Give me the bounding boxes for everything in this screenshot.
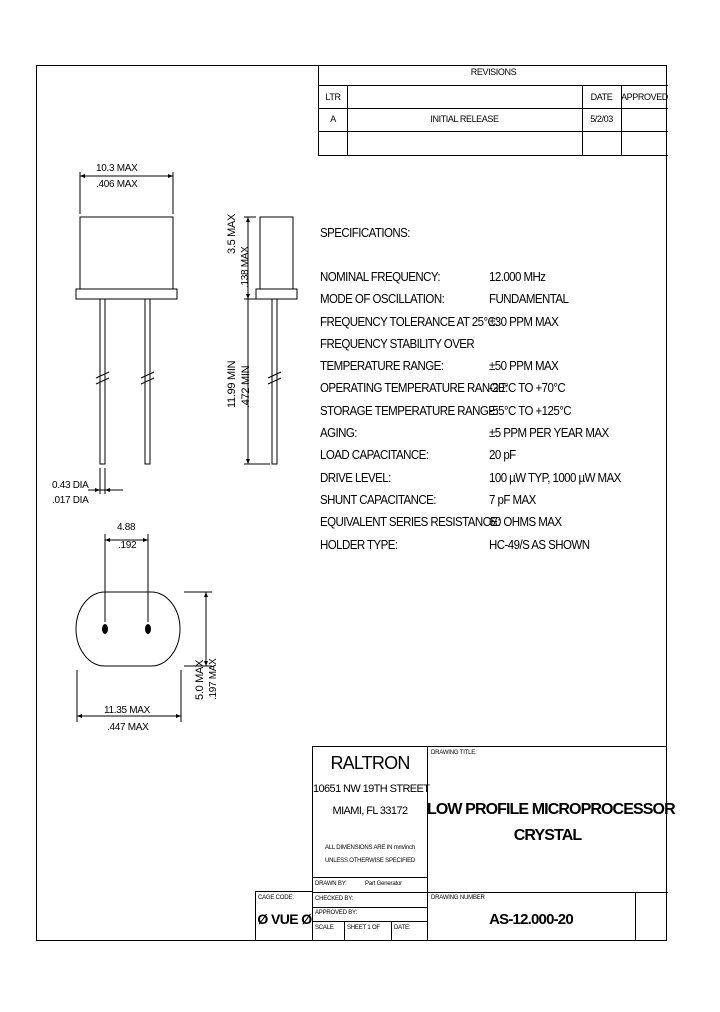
spec-label: TEMPERATURE RANGE:	[320, 359, 444, 373]
spec-value: 20 pF	[489, 448, 516, 462]
date-label: DATE:	[394, 925, 411, 931]
spec-label: DRIVE LEVEL:	[320, 471, 391, 485]
revisions-col-ltr: LTR	[325, 92, 341, 102]
crystal-outline-bottom	[75, 591, 181, 667]
company-name: RALTRON	[330, 753, 410, 773]
lead-right	[144, 298, 151, 465]
crystal-base-side	[255, 288, 298, 300]
dim-bottom-width-mm: 11.35 MAX	[104, 705, 151, 716]
drawing-title-label: DRAWING TITLE:	[431, 750, 477, 756]
spec-value: FUNDAMENTAL	[489, 292, 569, 306]
spec-label: FREQUENCY TOLERANCE AT 25°C:	[320, 315, 498, 329]
title-block: RALTRON 10651 NW 19TH STREET MIAMI, FL 3…	[312, 746, 676, 941]
spec-label: OPERATING TEMPERATURE RANGE:	[320, 381, 508, 395]
scale-label: SCALE	[315, 925, 334, 931]
dim-depth-mm: 5.0 MAX	[194, 659, 206, 700]
checked-by-label: CHECKED BY:	[315, 896, 354, 902]
drawing-border	[36, 65, 667, 941]
drawing-title-line2: CRYSTAL	[513, 827, 582, 844]
dim-pitch-in: .192	[118, 540, 137, 551]
spec-label: MODE OF OSCILLATION:	[320, 292, 445, 306]
spec-value: ±30 PPM MAX	[489, 315, 559, 329]
revisions-col-approved: APPROVED	[621, 92, 668, 102]
dim-depth-in: .197 MAX	[208, 658, 219, 700]
spec-label: EQUIVALENT SERIES RESISTANCE:	[320, 515, 501, 529]
spec-value: HC-49/S AS SHOWN	[489, 538, 590, 552]
spec-value: ±50 PPM MAX	[489, 359, 559, 373]
spec-value: 12.000 MHz	[489, 270, 546, 284]
spec-label: LOAD CAPACITANCE:	[320, 448, 429, 462]
spec-label: STORAGE TEMPERATURE RANGE:	[320, 404, 499, 418]
drawing-title-line1: LOW PROFILE MICROPROCESSOR	[427, 801, 676, 818]
spec-label: HOLDER TYPE:	[320, 538, 398, 552]
revisions-col-date: DATE	[590, 92, 613, 102]
spec-label: FREQUENCY STABILITY OVER	[320, 337, 475, 351]
revisions-title: REVISIONS	[470, 67, 517, 77]
spec-value: -20°C TO +70°C	[489, 381, 566, 395]
spec-label: SHUNT CAPACITANCE:	[320, 493, 437, 507]
cage-code-value: Ø VUE Ø	[257, 911, 312, 927]
cage-code-label: CAGE CODE:	[258, 895, 294, 901]
dim-top-width-in: .406 MAX	[96, 179, 138, 190]
dim-top-width-mm: 10.3 MAX	[96, 163, 138, 174]
drawn-by-label: DRAWN BY:	[315, 881, 347, 887]
crystal-body-front	[79, 216, 174, 290]
dim-bottom-width-in: .447 MAX	[107, 722, 149, 733]
crystal-base-front	[75, 288, 178, 300]
company-address-line2: MIAMI, FL 33172	[332, 805, 409, 817]
pin-hole-left	[102, 624, 108, 634]
crystal-body-side	[259, 216, 294, 290]
pin-hole-right	[145, 624, 151, 634]
spec-value: ±5 PPM PER YEAR MAX	[489, 426, 609, 440]
revision-description: INITIAL RELEASE	[430, 114, 499, 124]
dim-lead-dia-mm: 0.43 DIA	[52, 480, 89, 491]
spec-label: NOMINAL FREQUENCY:	[320, 270, 441, 284]
sheet-label: SHEET 1 OF	[347, 925, 380, 931]
units-note-line2: UNLESS OTHERWISE SPECIFIED	[324, 858, 416, 864]
dim-height-in: .138 MAX	[240, 246, 251, 288]
revisions-table: REVISIONS LTR DATE APPROVED A INITIAL RE…	[318, 65, 668, 156]
approved-by-label: APPROVED BY:	[315, 910, 357, 916]
dim-lead-length-mm: 11.99 MIN	[226, 360, 238, 408]
cage-code-box: CAGE CODE: Ø VUE Ø	[255, 891, 313, 941]
dim-height-mm: 3.5 MAX	[226, 213, 238, 254]
spec-label: AGING:	[320, 426, 357, 440]
lead-side	[271, 298, 278, 465]
drawing-number: AS-12.000-20	[489, 911, 574, 928]
company-address-line1: 10651 NW 19TH STREET	[313, 783, 430, 795]
revision-ltr: A	[330, 114, 336, 124]
revision-date: 5/2/03	[590, 114, 613, 124]
spec-value: 100 µW TYP, 1000 µW MAX	[489, 471, 621, 485]
specifications-heading: SPECIFICATIONS:	[320, 226, 410, 240]
dim-lead-length-in: .472 MIN	[240, 365, 252, 408]
drawing-number-label: DRAWING NUMBER	[431, 895, 485, 901]
drawn-by-value: Part Generator	[365, 881, 402, 887]
spec-value: -55°C TO +125°C	[489, 404, 572, 418]
dim-pitch-mm: 4.88	[117, 522, 136, 533]
spec-value: 60 OHMS MAX	[489, 515, 562, 529]
units-note-line1: ALL DIMENSIONS ARE IN mm/inch	[324, 845, 415, 851]
dim-lead-dia-in: .017 DIA	[52, 495, 89, 506]
spec-value: 7 pF MAX	[489, 493, 536, 507]
lead-left	[99, 298, 106, 465]
